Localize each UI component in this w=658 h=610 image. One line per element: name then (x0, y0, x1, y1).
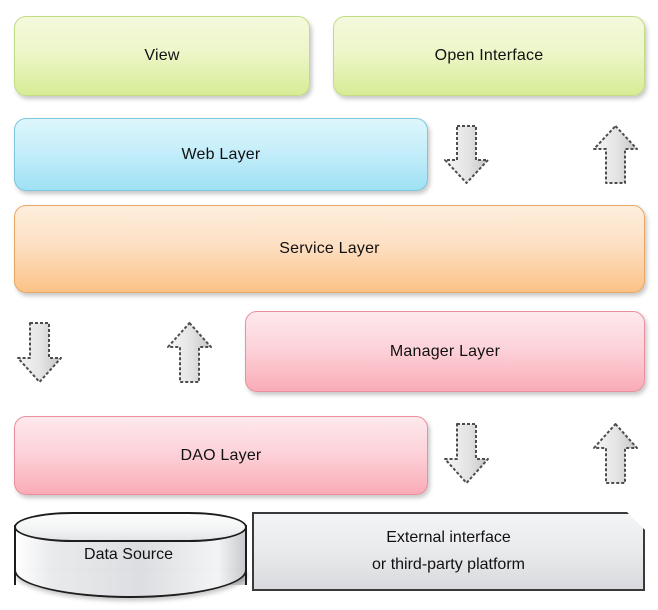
external-interface-box[interactable]: External interface or third-party platfo… (252, 512, 645, 591)
data-source-label: Data Source (84, 546, 173, 563)
layer-box-dao-layer[interactable]: DAO Layer (14, 416, 428, 495)
arrow-down-icon-manager (16, 321, 63, 385)
cylinder-top-ellipse (14, 512, 247, 542)
layer-box-web-layer[interactable]: Web Layer (14, 118, 428, 191)
external-interface-text: External interface or third-party platfo… (372, 525, 525, 578)
external-interface-line2: or third-party platform (372, 555, 525, 573)
arrow-up-icon-web (592, 123, 639, 185)
layer-label-view: View (144, 47, 180, 65)
layer-box-manager-layer[interactable]: Manager Layer (245, 311, 645, 392)
layer-label-dao-layer: DAO Layer (180, 446, 262, 464)
arrow-up-icon-dao (592, 421, 639, 485)
layer-label-manager-layer: Manager Layer (389, 342, 501, 360)
arrow-down-icon-web (443, 124, 490, 186)
layer-label-open-interface: Open Interface (434, 47, 544, 65)
layer-label-service-layer: Service Layer (279, 240, 380, 258)
external-interface-line1: External interface (386, 529, 511, 547)
layer-box-service-layer[interactable]: Service Layer (14, 205, 645, 293)
data-source-cylinder[interactable]: Data Source (14, 512, 247, 598)
layer-box-open-interface[interactable]: Open Interface (333, 16, 645, 96)
arrow-down-icon-dao (443, 422, 490, 486)
layer-label-web-layer: Web Layer (181, 145, 261, 163)
arrow-up-icon-manager (166, 320, 213, 384)
layer-box-view[interactable]: View (14, 16, 310, 96)
